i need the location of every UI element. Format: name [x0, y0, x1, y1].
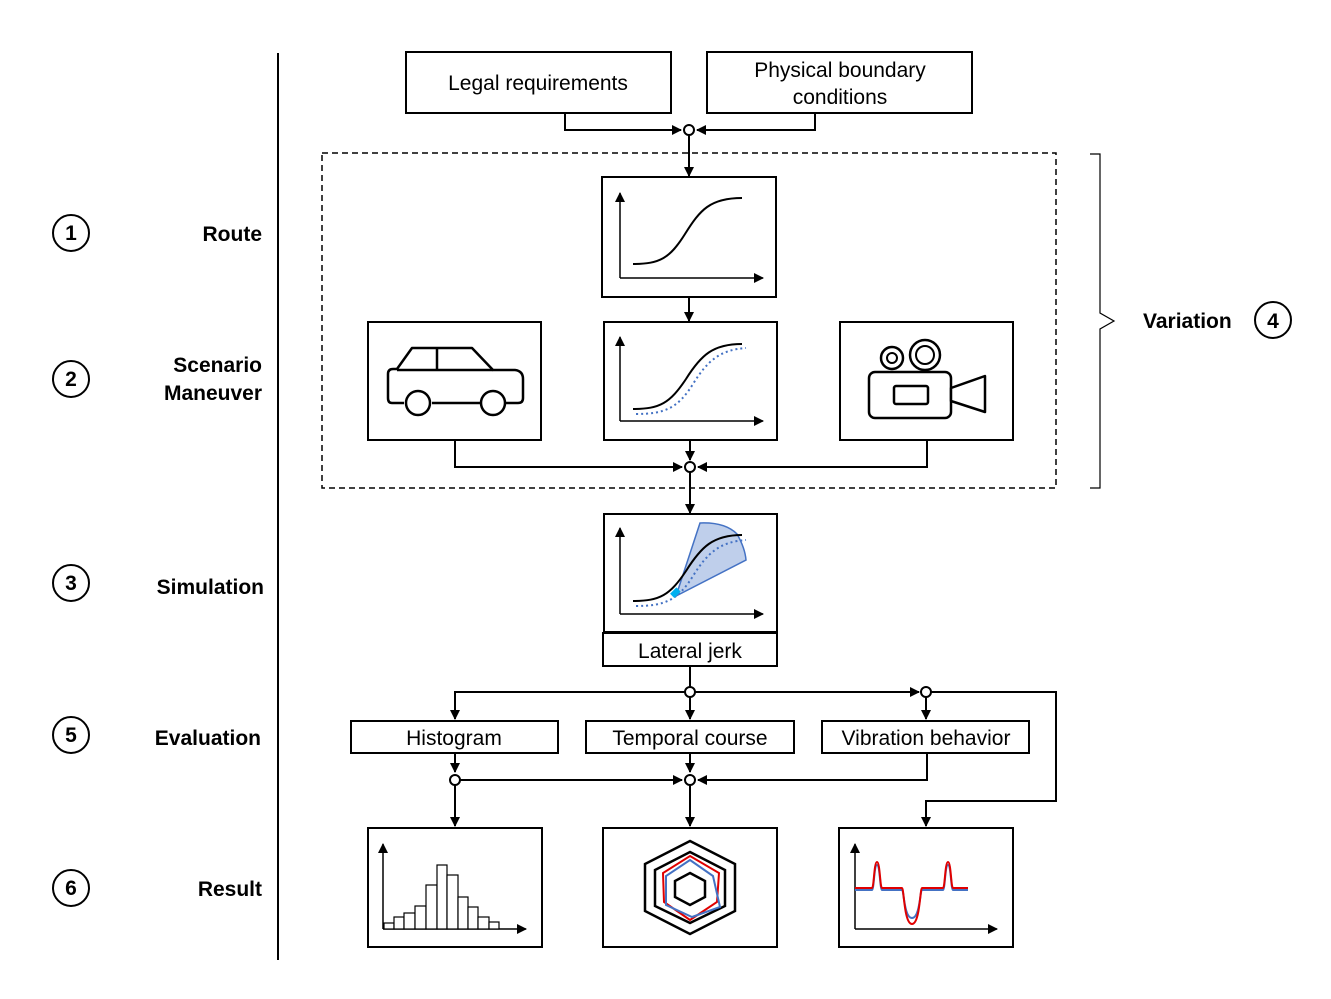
lateral-jerk-label: Lateral jerk: [638, 640, 742, 663]
s-curve-plot-icon: [601, 176, 777, 298]
legal-requirements-box: [405, 51, 672, 114]
connector-physical: [696, 113, 816, 135]
hexagon-radar-icon: [602, 827, 778, 948]
variation-number-circle: [1254, 301, 1292, 339]
histogram-box: [350, 720, 559, 754]
stage-label-maneuver: Maneuver: [164, 382, 262, 405]
car-icon: [367, 321, 542, 441]
connector-camera: [697, 440, 928, 472]
vibration-behavior-label: Vibration behavior: [842, 727, 1011, 750]
stage-evaluation: 5 Evaluation: [52, 716, 261, 754]
physical-boundary-box: [706, 51, 973, 114]
stage-label-scenario: Scenario: [173, 354, 262, 377]
stage-number-circle: [52, 214, 90, 252]
vibration-signal-icon: [838, 827, 1014, 948]
stage-route: 1 Route: [52, 214, 263, 252]
junction-node: [684, 686, 696, 698]
stage-number: 1: [65, 222, 77, 245]
connector-vibration-to-center: [697, 753, 928, 785]
stage-number-circle: [52, 869, 90, 907]
stage-label-simulation: Simulation: [157, 576, 264, 599]
junction-node: [684, 774, 696, 786]
variation-number: 4: [1267, 310, 1279, 333]
temporal-course-label: Temporal course: [612, 727, 767, 750]
stage-number-circle: [52, 360, 90, 398]
stage-scenario: 2 Scenario Maneuver: [52, 354, 262, 405]
s-curve-with-trajectory-icon: [603, 321, 778, 441]
stage-simulation: 3 Simulation: [52, 564, 264, 602]
connector-to-histogram: [450, 691, 685, 720]
variation-label: Variation: [1143, 310, 1232, 333]
legal-requirements-label: Legal requirements: [448, 72, 628, 95]
connector-bypass-vibration-result: [921, 691, 1057, 827]
junction-node: [449, 774, 461, 786]
stage-number: 6: [65, 877, 77, 900]
stage-number-circle: [52, 564, 90, 602]
junction-node: [683, 124, 695, 136]
histogram-label: Histogram: [406, 727, 502, 750]
stage-number: 5: [65, 724, 77, 747]
physical-boundary-label-line1: Physical boundary: [754, 59, 926, 82]
variation-brace: [1090, 153, 1116, 489]
vibration-behavior-box: [821, 720, 1030, 754]
connector-legal: [564, 113, 682, 135]
stage-label-route: Route: [203, 223, 263, 246]
histogram-chart-icon: [367, 827, 543, 948]
stage-label-result: Result: [198, 878, 262, 901]
stage-number-circle: [52, 716, 90, 754]
video-camera-icon: [839, 321, 1014, 441]
junction-node: [920, 686, 932, 698]
physical-boundary-label-line2: conditions: [793, 86, 888, 109]
stage-number: 3: [65, 572, 77, 595]
stage-label-evaluation: Evaluation: [155, 727, 261, 750]
connector-vehicle: [454, 440, 683, 472]
stage-result: 6 Result: [52, 869, 262, 907]
lateral-jerk-box: [602, 632, 778, 667]
junction-node: [684, 461, 696, 473]
stage-number: 2: [65, 368, 77, 391]
simulation-plot-icon: [603, 513, 778, 633]
